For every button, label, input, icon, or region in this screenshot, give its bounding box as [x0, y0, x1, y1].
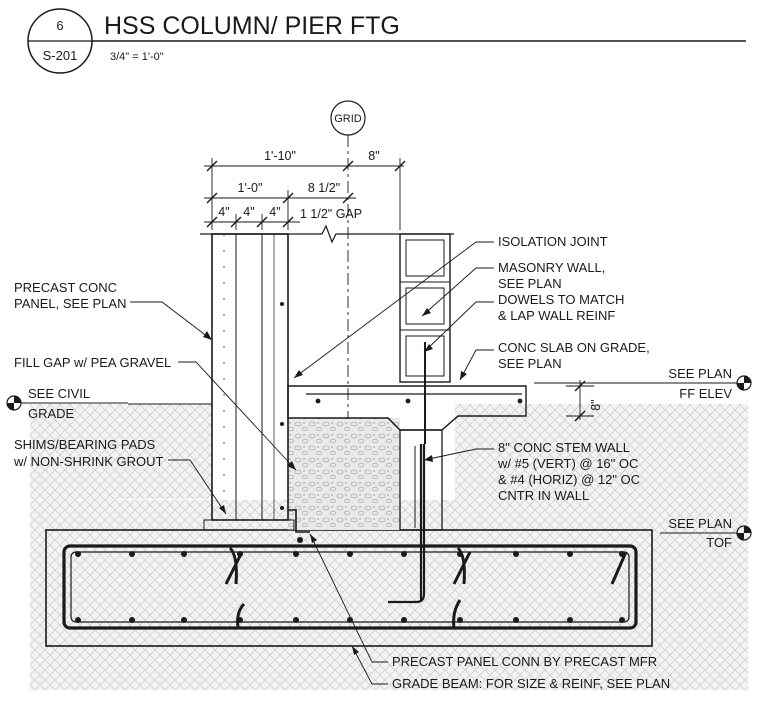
dowels-label-2: & LAP WALL REINF	[498, 308, 615, 323]
dim-panel-width: 1'-0"	[238, 181, 263, 195]
conc-slab	[287, 385, 527, 431]
soil-backfill	[30, 403, 748, 690]
see-plan-tof-label: SEE PLAN	[668, 516, 732, 531]
dim-layer-2: 4"	[243, 205, 254, 219]
stem-wall-label-3: & #4 (HORIZ) @ 12" OC	[498, 472, 640, 487]
masonry-wall-label-1: MASONRY WALL,	[498, 260, 605, 275]
dim-layer-3: 4"	[269, 205, 280, 219]
ff-elev-label: FF ELEV	[679, 386, 732, 401]
dimension-lines	[204, 158, 594, 420]
dowels-label-1: DOWELS TO MATCH	[498, 292, 624, 307]
masonry-wall	[399, 233, 451, 444]
detail-number: 6	[56, 18, 63, 33]
dim-grid-offset: 8"	[368, 149, 379, 163]
grade-beam-top-bars	[75, 551, 625, 557]
pea-gravel-fill	[288, 418, 400, 530]
title-block: 6 S-201 HSS COLUMN/ PIER FTG 3/4" = 1'-0…	[27, 8, 746, 74]
dim-gap: 1 1/2" GAP	[300, 207, 362, 221]
grade-label: GRADE	[28, 406, 75, 421]
precast-panel-label-2: PANEL, SEE PLAN	[14, 296, 126, 311]
elevation-marker-tof: SEE PLAN TOF	[660, 516, 752, 550]
see-plan-ff-label: SEE PLAN	[668, 366, 732, 381]
right-callouts: ISOLATION JOINT MASONRY WALL, SEE PLAN D…	[497, 234, 650, 503]
detail-title: HSS COLUMN/ PIER FTG	[104, 12, 400, 40]
stem-wall-label-4: CNTR IN WALL	[498, 488, 589, 503]
bottom-callouts: PRECAST PANEL CONN BY PRECAST MFR GRADE …	[392, 654, 670, 691]
precast-panel	[200, 224, 454, 543]
slab-label-2: SEE PLAN	[498, 356, 562, 371]
stem-wall-label-1: 8" CONC STEM WALL	[498, 440, 630, 455]
grade-beam	[45, 529, 653, 647]
tof-label: TOF	[706, 535, 732, 550]
see-civil-label: SEE CIVIL	[28, 386, 90, 401]
grid-label: GRID	[334, 113, 362, 125]
grade-beam-hooks	[224, 546, 628, 629]
dim-gap-to-grid: 8 1/2"	[308, 181, 340, 195]
precast-panel-label-1: PRECAST CONC	[14, 280, 117, 295]
detail-scale: 3/4" = 1'-0"	[110, 51, 164, 63]
dimension-texts: 1'-10" 8" 1'-0" 8 1/2" 4" 4" 4" 1 1/2" G…	[218, 149, 603, 411]
grade-beam-label: GRADE BEAM: FOR SIZE & REINF, SEE PLAN	[392, 676, 670, 691]
masonry-wall-label-2: SEE PLAN	[498, 276, 562, 291]
shims-label-1: SHIMS/BEARING PADS	[14, 437, 156, 452]
leader-lines	[130, 241, 494, 685]
sheet-number: S-201	[43, 48, 78, 63]
stem-wall-label-2: w/ #5 (VERT) @ 16" OC	[497, 456, 638, 471]
isolation-joint-label: ISOLATION JOINT	[498, 234, 608, 249]
slab-label-1: CONC SLAB ON GRADE,	[498, 340, 650, 355]
leader-arrowheads	[203, 308, 467, 655]
dimension-ticks	[206, 160, 586, 422]
precast-conn-label: PRECAST PANEL CONN BY PRECAST MFR	[392, 654, 657, 669]
fill-gap-label: FILL GAP w/ PEA GRAVEL	[14, 355, 171, 370]
dim-slab-drop: 8"	[589, 399, 603, 410]
left-callouts: PRECAST CONC PANEL, SEE PLAN FILL GAP w/…	[13, 280, 171, 469]
grade-beam-bottom-bars	[75, 617, 625, 623]
elevation-marker-ff: SEE PLAN FF ELEV	[534, 366, 752, 401]
shims-label-2: w/ NON-SHRINK GROUT	[13, 454, 164, 469]
elevation-marker-grade: SEE CIVIL GRADE	[6, 386, 128, 421]
dim-layer-1: 4"	[218, 205, 229, 219]
dim-overall-width: 1'-10"	[264, 149, 296, 163]
